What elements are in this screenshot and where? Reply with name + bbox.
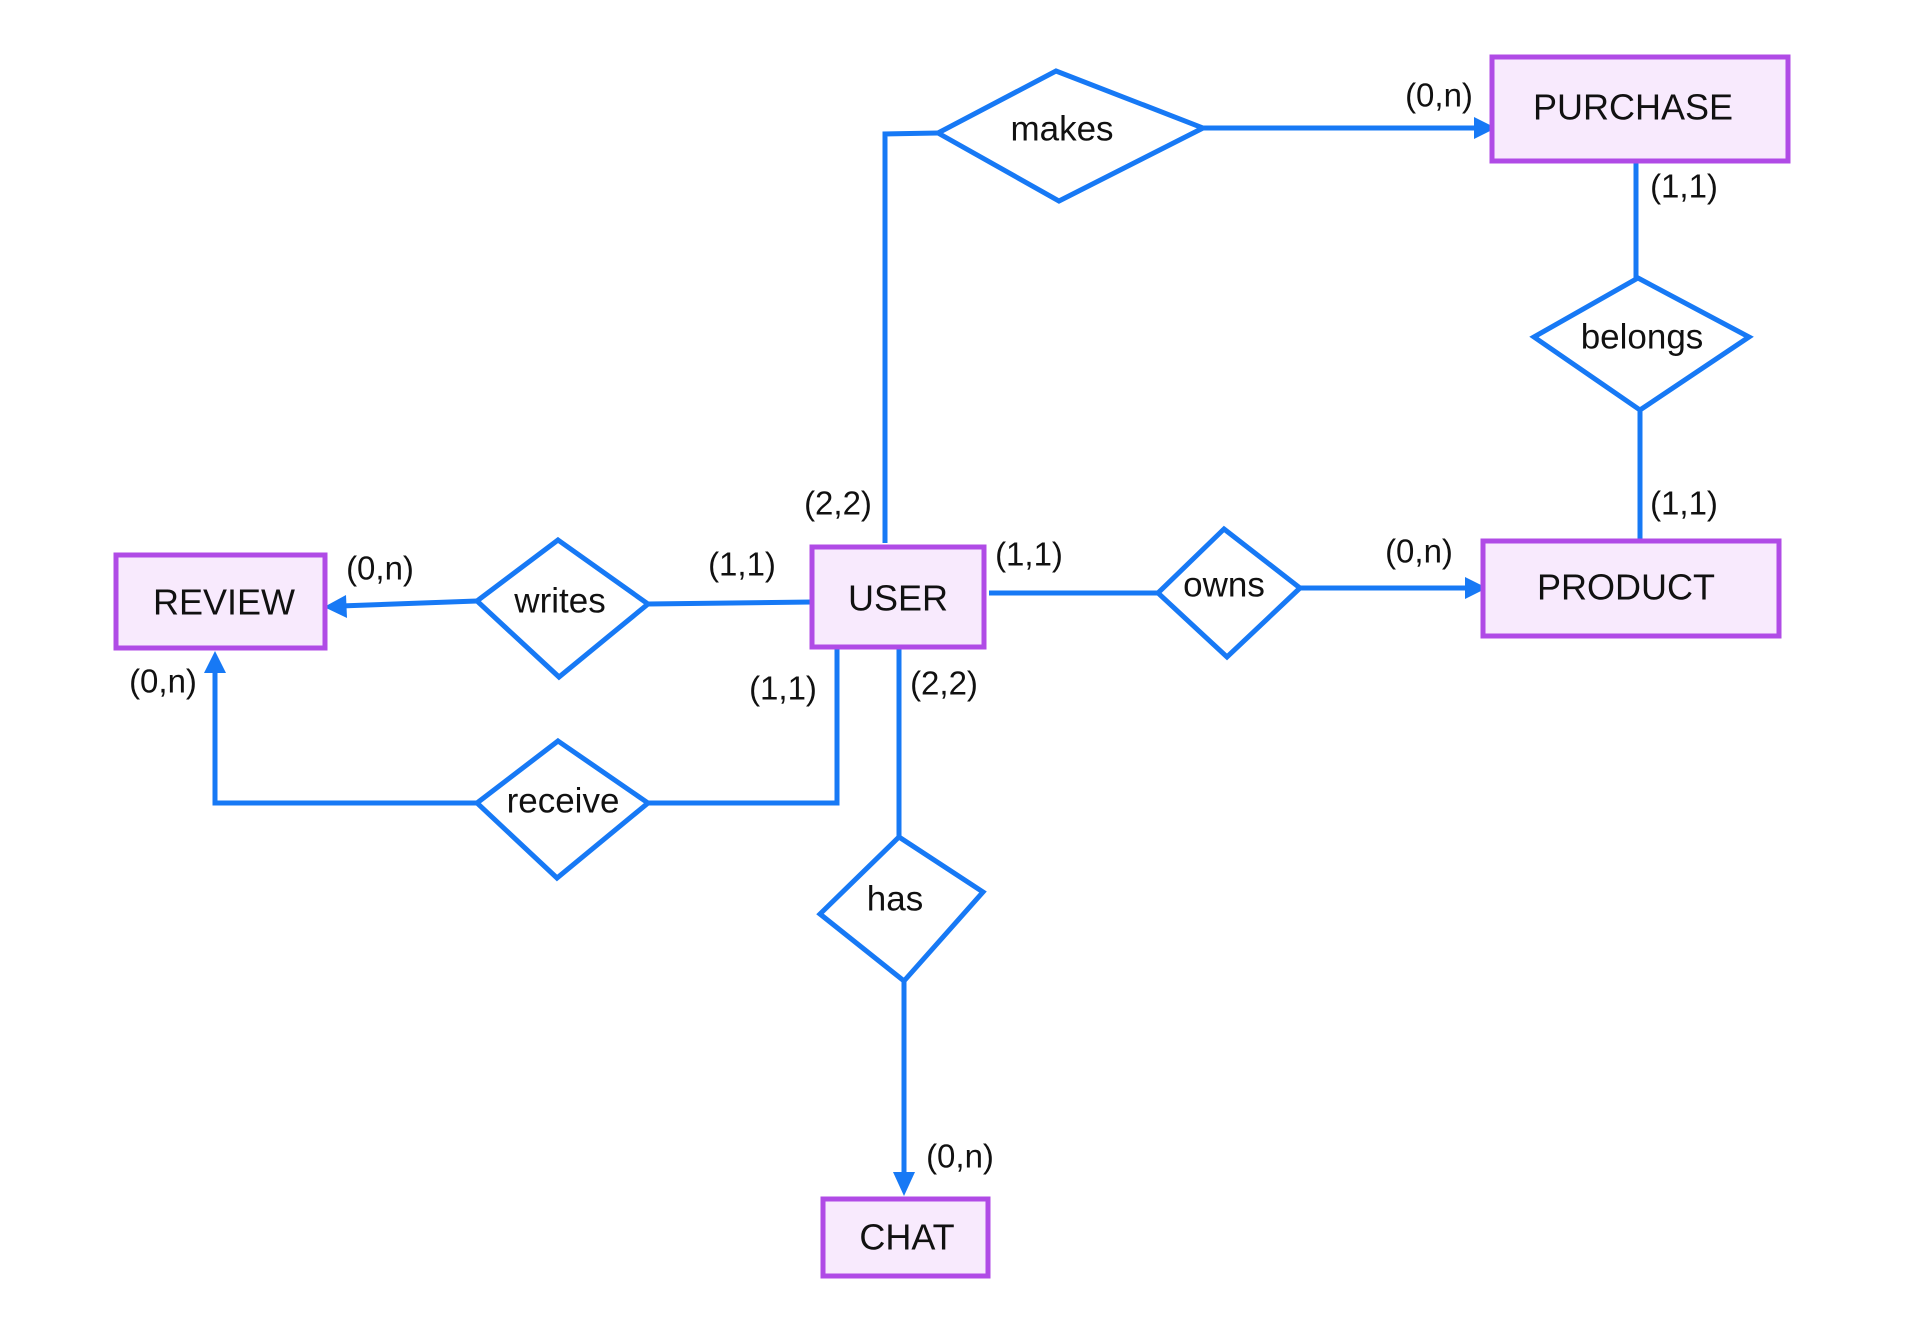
entity-user-label: USER (848, 578, 948, 619)
entity-review[interactable]: REVIEW (113, 552, 328, 651)
relationship-owns[interactable]: owns (1154, 525, 1304, 661)
connector-user-receive (648, 647, 840, 806)
connector-receive-review (212, 668, 477, 806)
entity-purchase[interactable]: PURCHASE (1489, 54, 1791, 164)
cardinality-owns-product: (0,n) (1385, 533, 1453, 570)
cardinality-user-owns: (1,1) (995, 536, 1063, 573)
relationship-writes-label: writes (513, 581, 605, 620)
arrowhead-purchase (1474, 117, 1496, 139)
relationship-makes[interactable]: makes (932, 68, 1210, 204)
connector-user-writes (647, 599, 813, 607)
relationship-receive[interactable]: receive (473, 737, 653, 882)
cardinality-user-receive: (1,1) (749, 670, 817, 707)
arrowhead-review-writes (324, 595, 347, 618)
cardinality-user-makes: (2,2) (804, 485, 872, 522)
cardinality-writes-review: (0,n) (346, 550, 414, 587)
cardinality-user-has: (2,2) (910, 665, 978, 702)
entity-purchase-label: PURCHASE (1533, 87, 1733, 128)
entity-chat-label: CHAT (859, 1217, 954, 1258)
cardinality-makes-purchase: (0,n) (1405, 77, 1473, 114)
relationship-writes[interactable]: writes (473, 536, 653, 681)
relationship-belongs-label: belongs (1581, 317, 1704, 356)
entity-product-label: PRODUCT (1537, 567, 1715, 608)
relationship-has[interactable]: has (816, 833, 987, 985)
arrowhead-chat (893, 1172, 915, 1196)
entity-product[interactable]: PRODUCT (1480, 538, 1782, 639)
cardinality-product-belongs: (1,1) (1650, 485, 1718, 522)
cardinality-has-chat: (0,n) (926, 1138, 994, 1175)
cardinality-receive-review: (0,n) (129, 663, 197, 700)
cardinality-purchase-belongs: (1,1) (1650, 168, 1718, 205)
entity-user[interactable]: USER (809, 544, 987, 650)
relationship-receive-label: receive (507, 781, 620, 820)
cardinality-user-writes: (1,1) (708, 546, 776, 583)
connector-user-makes (882, 130, 939, 543)
arrowhead-review-receive (204, 651, 226, 673)
arrowhead-product (1465, 577, 1487, 599)
relationship-has-label: has (867, 879, 923, 918)
entity-chat[interactable]: CHAT (820, 1196, 991, 1279)
relationship-makes-label: makes (1010, 109, 1113, 148)
relationship-belongs[interactable]: belongs (1529, 275, 1754, 414)
connector-writes-review (339, 598, 478, 609)
relationship-owns-label: owns (1183, 565, 1265, 604)
entity-review-label: REVIEW (153, 582, 295, 623)
